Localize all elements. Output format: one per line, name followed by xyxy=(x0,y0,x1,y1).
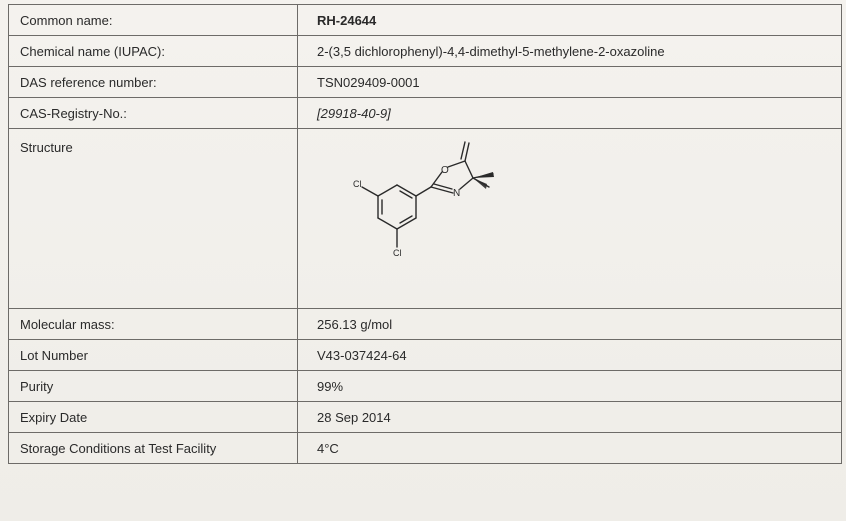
table-row: Molecular mass: 256.13 g/mol xyxy=(8,308,842,340)
chlorine-atom-label: Cl xyxy=(393,248,402,258)
das-reference-label: DAS reference number: xyxy=(8,66,298,98)
storage-conditions-label: Storage Conditions at Test Facility xyxy=(8,432,298,464)
purity-value: 99% xyxy=(297,370,842,402)
das-reference-value: TSN029409-0001 xyxy=(297,66,842,98)
cas-registry-value: [29918-40-9] xyxy=(297,97,842,129)
lot-number-label: Lot Number xyxy=(8,339,298,371)
purity-label: Purity xyxy=(8,370,298,402)
structure-drawing: Cl Cl O N xyxy=(317,129,846,308)
expiry-date-value: 28 Sep 2014 xyxy=(297,401,842,433)
molecular-mass-label: Molecular mass: xyxy=(8,308,298,340)
structure-label: Structure xyxy=(8,128,298,309)
storage-conditions-value: 4°C xyxy=(297,432,842,464)
table-row: Lot Number V43-037424-64 xyxy=(8,339,842,371)
substance-properties-table: Common name: RH-24644 Chemical name (IUP… xyxy=(8,4,842,464)
expiry-date-label: Expiry Date xyxy=(8,401,298,433)
common-name-label: Common name: xyxy=(8,4,298,36)
table-row: DAS reference number: TSN029409-0001 xyxy=(8,66,842,98)
molecular-mass-value: 256.13 g/mol xyxy=(297,308,842,340)
table-row: Purity 99% xyxy=(8,370,842,402)
cas-registry-label: CAS-Registry-No.: xyxy=(8,97,298,129)
oxygen-atom-label: O xyxy=(441,165,449,176)
common-name-value: RH-24644 xyxy=(297,4,842,36)
table-row: Structure xyxy=(8,128,842,309)
chlorine-atom-label: Cl xyxy=(353,179,362,189)
molecule-structure-diagram: Cl Cl O N xyxy=(353,141,494,258)
table-row: Chemical name (IUPAC): 2-(3,5 dichloroph… xyxy=(8,35,842,67)
nitrogen-atom-label: N xyxy=(453,188,460,199)
chemical-name-label: Chemical name (IUPAC): xyxy=(8,35,298,67)
chemical-name-value: 2-(3,5 dichlorophenyl)-4,4-dimethyl-5-me… xyxy=(297,35,842,67)
table-row: Storage Conditions at Test Facility 4°C xyxy=(8,432,842,464)
table-row: Common name: RH-24644 xyxy=(8,4,842,36)
table-row: CAS-Registry-No.: [29918-40-9] xyxy=(8,97,842,129)
structure-cell: Cl Cl O N xyxy=(297,128,842,309)
table-row: Expiry Date 28 Sep 2014 xyxy=(8,401,842,433)
lot-number-value: V43-037424-64 xyxy=(297,339,842,371)
